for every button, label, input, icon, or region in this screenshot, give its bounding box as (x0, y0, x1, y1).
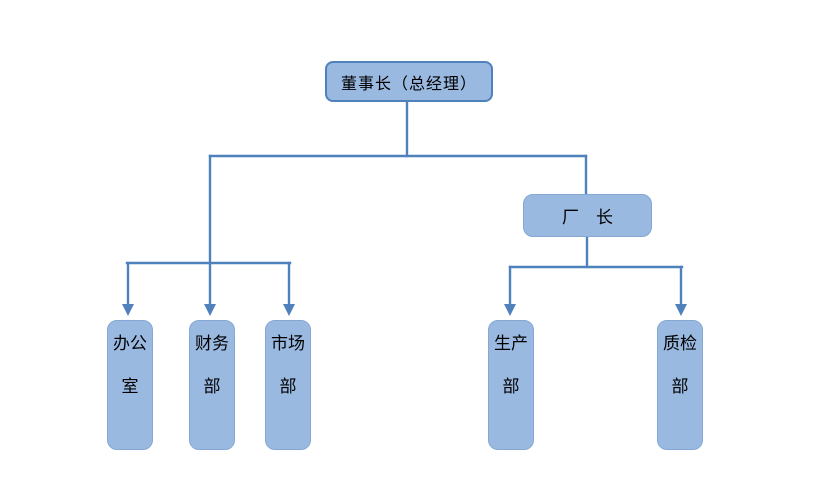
arrowhead-office (122, 304, 134, 316)
org-node-production: 生产部 (488, 320, 534, 450)
arrowhead-production (504, 304, 516, 316)
org-node-quality-label: 质检部 (663, 334, 697, 396)
org-node-factory-director-label: 厂 长 (562, 208, 613, 227)
org-node-finance-label: 财务部 (195, 334, 229, 396)
org-node-chairman-label: 董事长（总经理） (340, 75, 477, 93)
org-node-quality: 质检部 (657, 320, 703, 450)
org-node-marketing: 市场部 (265, 320, 311, 450)
org-node-office: 办公室 (107, 320, 153, 450)
org-node-finance: 财务部 (189, 320, 235, 450)
org-node-office-label: 办公室 (113, 334, 147, 396)
arrowhead-marketing (283, 304, 295, 316)
org-node-factory-director: 厂 长 (523, 194, 652, 237)
arrowhead-quality (675, 304, 687, 316)
org-node-chairman: 董事长（总经理） (325, 61, 493, 102)
arrowhead-finance (204, 304, 216, 316)
org-node-production-label: 生产部 (494, 334, 528, 396)
org-node-marketing-label: 市场部 (271, 334, 305, 396)
